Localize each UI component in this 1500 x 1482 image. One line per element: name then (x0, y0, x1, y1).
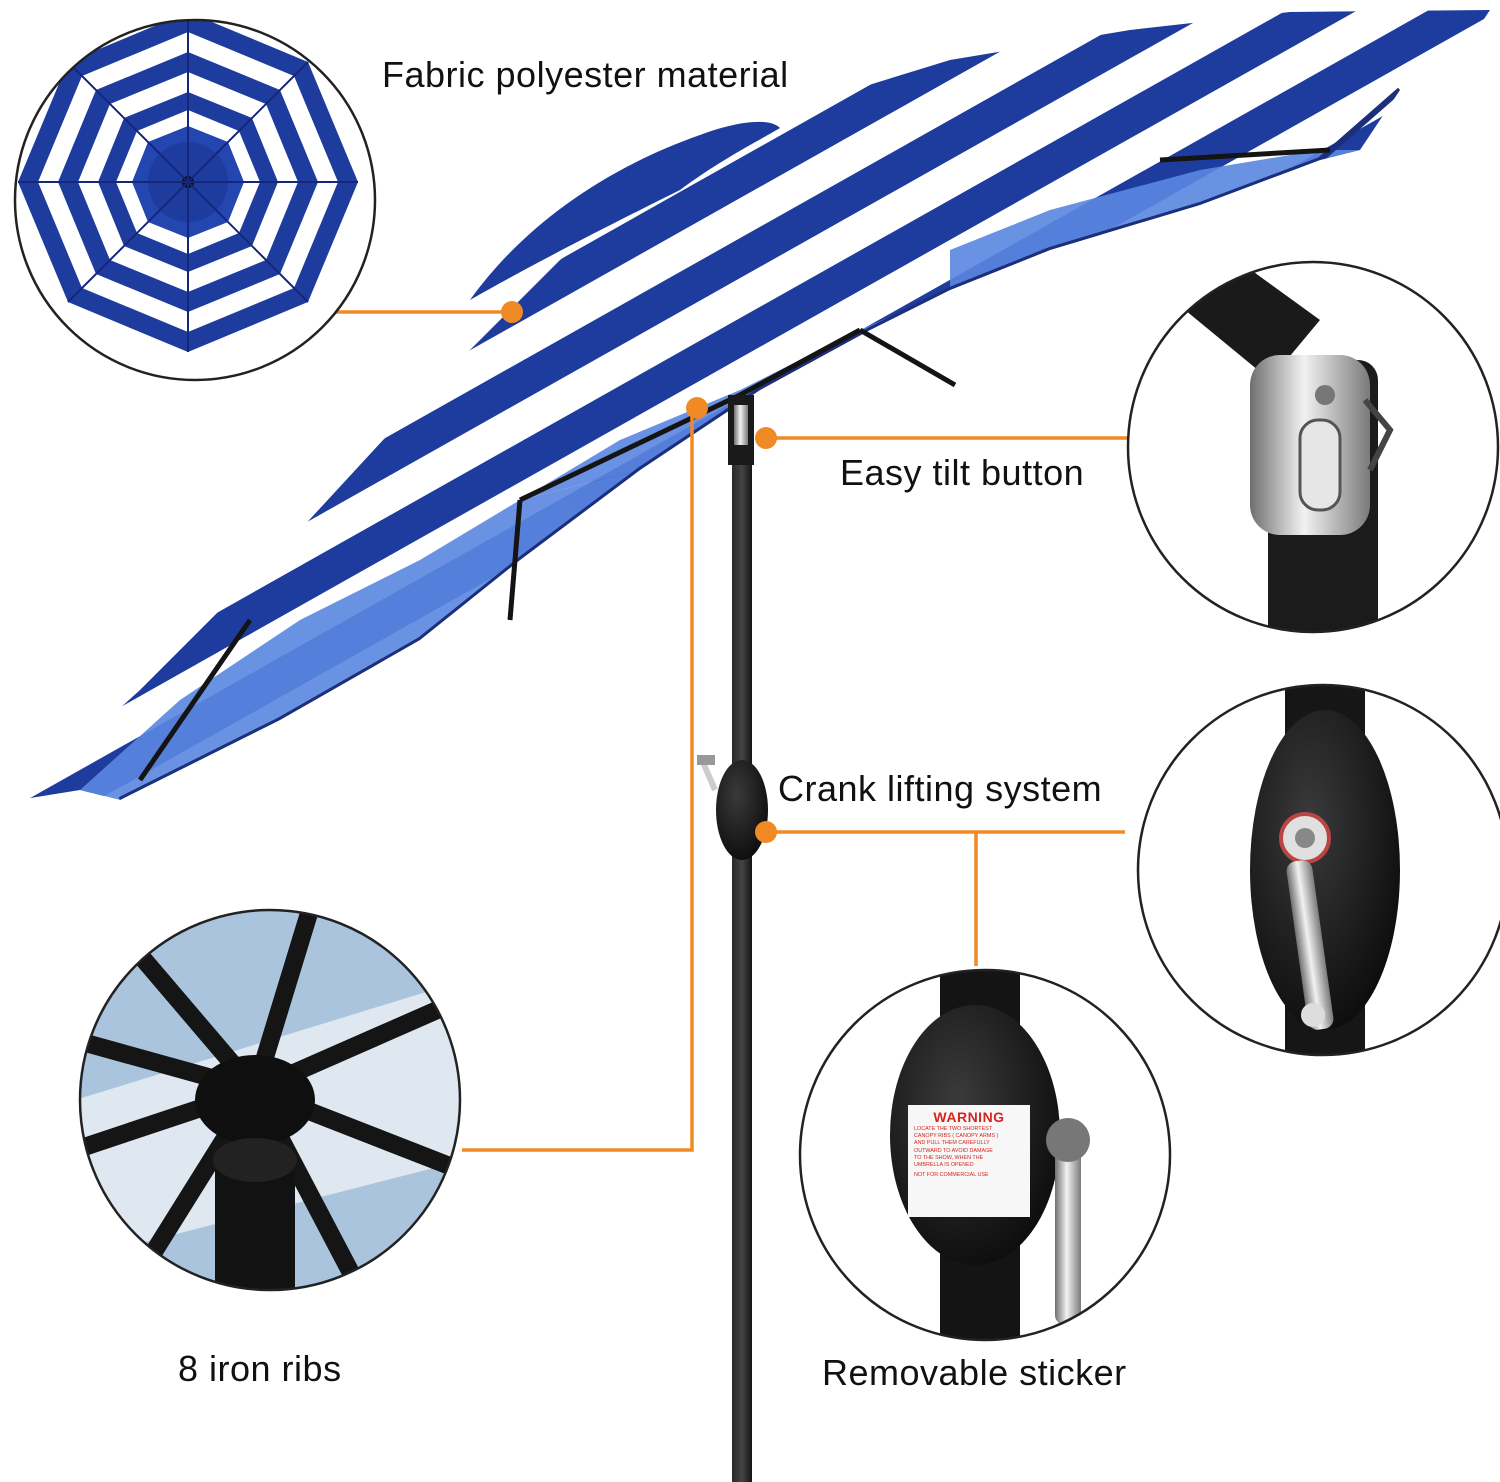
warning-line: CANOPY RIBS ( CANOPY ARMS ) (914, 1133, 999, 1140)
tilt-button-detail-inset (1126, 260, 1500, 634)
warning-sticker: WARNING LOCATE THE TWO SHORTEST CANOPY R… (910, 1108, 1028, 1216)
sticker-label: Removable sticker (822, 1352, 1127, 1393)
ribs-callout-line (462, 410, 694, 1152)
callout-lines (330, 310, 1128, 1152)
tilt-callout-dot (755, 427, 777, 449)
crank-callout-dot (755, 821, 777, 843)
fabric-detail-inset (13, 18, 377, 382)
tilt-button-label: Easy tilt button (840, 452, 1085, 493)
callout-dots (501, 301, 777, 843)
warning-line: TO THE SHOW, WHEN THE (914, 1154, 984, 1161)
ribs-label: 8 iron ribs (178, 1348, 342, 1389)
warning-line: UMBRELLA IS OPENED (914, 1162, 974, 1169)
umbrella-pole (697, 395, 768, 1482)
fabric-callout-dot (501, 301, 523, 323)
warning-line: LOCATE THE TWO SHORTEST (914, 1126, 993, 1132)
fabric-label: Fabric polyester material (382, 54, 789, 95)
ribs-detail-inset (78, 908, 462, 1292)
warning-heading: WARNING (933, 1109, 1005, 1125)
warning-line: AND PULL THEM CAREFULLY (914, 1140, 990, 1147)
crank-detail-inset (1136, 683, 1500, 1057)
crank-label: Crank lifting system (778, 768, 1103, 809)
warning-line: OUTWARD TO AVOID DAMAGE (914, 1147, 993, 1154)
sticker-detail-inset (798, 968, 1172, 1342)
warning-line: NOT FOR COMMERCIAL USE (914, 1172, 989, 1179)
ribs-callout-dot (686, 397, 708, 419)
